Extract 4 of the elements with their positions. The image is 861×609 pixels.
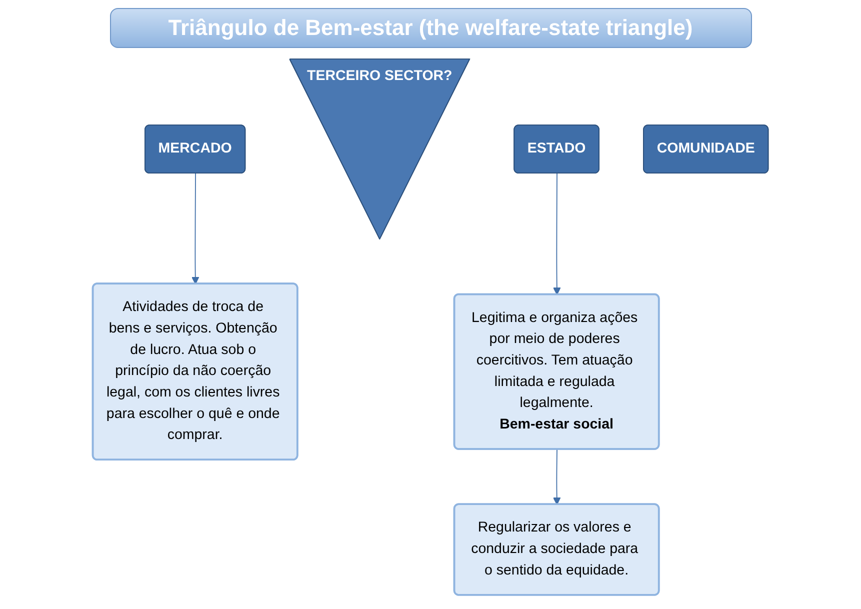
- arrow: [552, 449, 561, 505]
- arrow: [191, 173, 200, 284]
- title-banner: Triângulo de Bem-estar (the welfare-state triangle): [110, 8, 752, 48]
- arrow: [552, 173, 561, 295]
